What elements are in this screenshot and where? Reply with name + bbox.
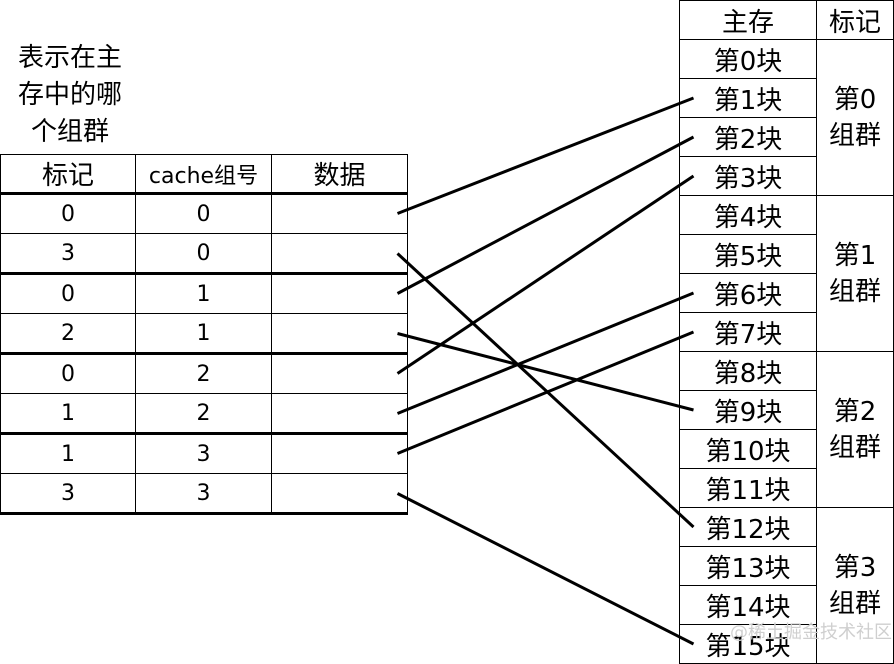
header-tag: 标记 — [0, 154, 136, 195]
group-label: 组群 — [828, 588, 881, 619]
mapping-line — [396, 174, 695, 375]
memory-block-row: 第15块 — [679, 624, 894, 664]
mapping-line — [396, 492, 695, 646]
header-group-tag: 标记 — [816, 0, 894, 40]
memory-block: 第14块 — [679, 585, 817, 625]
cache-data-cell — [271, 393, 408, 435]
memory-block: 第10块 — [679, 429, 817, 469]
memory-block: 第2块 — [679, 117, 817, 157]
cache-data-cell — [271, 313, 408, 355]
note-line-3: 个组群 — [30, 117, 109, 147]
memory-block-row: 第5块 — [679, 234, 894, 274]
cache-row: 3 0 — [0, 233, 408, 275]
cache-tag-cell: 1 — [0, 433, 136, 474]
memory-table-header: 主存 标记 — [679, 0, 894, 40]
memory-block: 第7块 — [679, 312, 817, 352]
memory-block: 第6块 — [679, 273, 817, 313]
memory-block-row: 第1块 — [679, 78, 894, 118]
cache-data-cell — [271, 193, 408, 234]
group-label: 组群 — [828, 432, 881, 463]
cache-tag-cell: 3 — [0, 473, 136, 515]
cache-data-cell — [271, 233, 408, 275]
memory-block: 第0块 — [679, 39, 817, 79]
memory-block-row: 第8块 第2 组群 — [679, 351, 894, 508]
cache-data-cell — [271, 273, 408, 314]
main-memory-table: 主存 标记 第0块 第0 组群 第1块 第2块 第3块 第4块 第1 组群 第5… — [679, 0, 894, 664]
memory-block: 第5块 — [679, 234, 817, 274]
cache-row: 1 2 — [0, 393, 408, 435]
cache-tag-cell: 0 — [0, 353, 136, 394]
memory-block: 第15块 — [679, 624, 817, 664]
cache-table-header: 标记 cache组号 数据 — [0, 154, 408, 195]
group-label: 第0 — [833, 84, 877, 115]
group-cell: 第0 组群 — [816, 39, 894, 196]
mapping-line — [396, 135, 695, 295]
group-label: 第2 — [833, 396, 877, 427]
cache-tag-cell: 0 — [0, 273, 136, 314]
group-cell: 第1 组群 — [816, 195, 894, 352]
memory-block-row: 第2块 — [679, 117, 894, 157]
memory-block-row: 第10块 — [679, 429, 894, 469]
group-note: 表示在主 存中的哪 个组群 — [8, 40, 132, 151]
group-cell: 第2 组群 — [816, 351, 894, 508]
cache-tag-cell: 3 — [0, 233, 136, 275]
note-line-2: 存中的哪 — [17, 80, 122, 110]
header-main-memory: 主存 — [679, 0, 817, 40]
cache-tag-cell: 1 — [0, 393, 136, 435]
memory-block: 第1块 — [679, 78, 817, 118]
cache-data-cell — [271, 473, 408, 515]
memory-block-row: 第9块 — [679, 390, 894, 430]
group-label: 组群 — [828, 120, 881, 151]
group-label: 第3 — [833, 552, 877, 583]
cache-row: 3 3 — [0, 473, 408, 515]
group-label: 组群 — [828, 276, 881, 307]
cache-tag-cell: 2 — [0, 313, 136, 355]
memory-block-row: 第3块 — [679, 156, 894, 196]
memory-block: 第9块 — [679, 390, 817, 430]
watermark: @稀土掘金技术社区 — [730, 622, 892, 643]
memory-block-row: 第7块 — [679, 312, 894, 352]
mapping-line — [396, 330, 695, 455]
cache-table: 标记 cache组号 数据 0 0 3 0 0 1 2 1 0 2 1 2 1 … — [0, 154, 408, 515]
mapping-line — [396, 291, 695, 415]
note-line-1: 表示在主 — [17, 43, 122, 73]
header-data: 数据 — [271, 154, 408, 195]
memory-block: 第3块 — [679, 156, 817, 196]
cache-row: 1 3 — [0, 433, 408, 474]
mapping-line — [397, 332, 694, 412]
cache-group-cell: 1 — [135, 313, 272, 355]
memory-block: 第13块 — [679, 546, 817, 586]
header-cache-group: cache组号 — [135, 154, 272, 195]
mapping-line — [396, 252, 695, 529]
cache-tag-cell: 0 — [0, 193, 136, 234]
memory-block-row: 第0块 第0 组群 — [679, 39, 894, 196]
cache-group-cell: 3 — [135, 433, 272, 474]
memory-block-row: 第13块 — [679, 546, 894, 586]
cache-row: 2 1 — [0, 313, 408, 355]
memory-block-row: 第14块 — [679, 585, 894, 625]
memory-block-row: 第6块 — [679, 273, 894, 313]
cache-row: 0 1 — [0, 273, 408, 314]
cache-group-cell: 3 — [135, 473, 272, 515]
group-label: 第1 — [833, 240, 877, 271]
cache-data-cell — [271, 353, 408, 394]
mapping-line — [396, 96, 695, 215]
group-cell: 第3 组群 — [816, 507, 894, 664]
cache-group-cell: 0 — [135, 233, 272, 275]
